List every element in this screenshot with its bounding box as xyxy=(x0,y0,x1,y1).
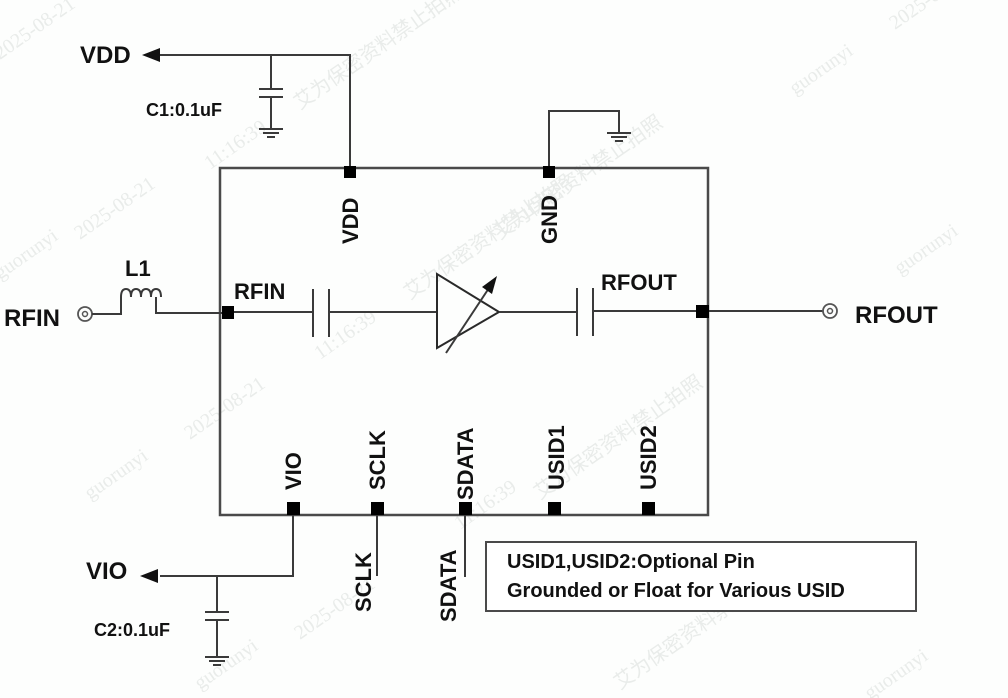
note-line-2: Grounded or Float for Various USID xyxy=(507,580,845,602)
usid-note: USID1,USID2:Optional Pin Grounded or Flo… xyxy=(485,541,917,612)
pin-label-gnd: GND xyxy=(537,195,562,244)
watermark-user: guorunyi xyxy=(80,444,152,504)
pin-sclk xyxy=(371,502,384,515)
rf-port-icon xyxy=(77,306,93,322)
vio-wire xyxy=(160,515,294,577)
note-box xyxy=(485,541,917,612)
pin-label-usid2: USID2 xyxy=(636,425,661,490)
watermark-time: 11:16:39 xyxy=(200,116,270,174)
watermark-date: 2025-08-21 xyxy=(70,173,159,245)
pin-vdd xyxy=(344,166,356,178)
watermark-date: 2025-08-21 xyxy=(180,373,269,445)
pin-label-vdd: VDD xyxy=(338,198,363,244)
rf-port-icon xyxy=(822,303,838,319)
gnd-wire xyxy=(548,110,620,168)
vio-net-label: VIO xyxy=(86,558,127,585)
note-line-1: USID1,USID2:Optional Pin xyxy=(507,551,755,573)
rfout-net-label: RFOUT xyxy=(855,302,938,329)
rfout-net: RFOUT xyxy=(709,302,938,329)
vio-net: VIO C2:0.1uF xyxy=(86,515,294,666)
watermark-notice: 艾为保密资料禁止拍照 xyxy=(290,0,467,114)
ground-icon xyxy=(259,128,283,138)
pin-label-sdata: SDATA xyxy=(453,427,478,500)
vdd-net: VDD C1:0.1uF xyxy=(80,42,351,168)
inductor-l1 xyxy=(120,287,162,298)
pin-usid1 xyxy=(548,502,561,515)
watermark-date: 2025-08-21 xyxy=(885,0,974,34)
watermark-user: guorunyi xyxy=(0,224,62,284)
c1-label: C1:0.1uF xyxy=(146,100,222,120)
variable-gain-amplifier-icon xyxy=(436,272,501,354)
watermark-user: guorunyi xyxy=(785,39,857,99)
output-capacitor-icon xyxy=(576,288,594,336)
ground-icon xyxy=(205,656,229,666)
capacitor-c2 xyxy=(205,576,229,666)
rfin-net: L1 RFIN xyxy=(4,256,228,332)
pin-label-usid1: USID1 xyxy=(544,425,569,490)
watermark-user: guorunyi xyxy=(190,634,262,694)
pin-sdata xyxy=(459,502,472,515)
pin-rfout xyxy=(696,305,709,318)
vdd-arrow-icon xyxy=(142,48,160,62)
l1-label: L1 xyxy=(125,256,151,281)
ground-icon xyxy=(607,132,631,142)
pin-label-sclk: SCLK xyxy=(365,430,390,490)
sdata-signal-label: SDATA xyxy=(436,549,461,622)
vio-arrow-icon xyxy=(140,569,158,583)
pin-gnd xyxy=(543,166,555,178)
watermark-time: 11:16:39 xyxy=(310,306,380,364)
pin-vio xyxy=(287,502,300,515)
pin-label-rfin: RFIN xyxy=(234,279,285,304)
vdd-net-label: VDD xyxy=(80,42,131,69)
pin-label-rfout: RFOUT xyxy=(601,270,677,295)
pin-rfin xyxy=(222,306,234,319)
gnd-net xyxy=(548,110,631,168)
input-capacitor-icon xyxy=(312,289,330,337)
rfin-net-label: RFIN xyxy=(4,305,60,332)
pin-usid2 xyxy=(642,502,655,515)
watermark-date: 2025-08-21 xyxy=(0,0,79,64)
capacitor-c1 xyxy=(259,55,283,138)
c2-label: C2:0.1uF xyxy=(94,620,170,640)
watermark-user: guorunyi xyxy=(890,219,962,279)
pin-label-vio: VIO xyxy=(281,452,306,490)
sclk-signal-label: SCLK xyxy=(351,552,376,612)
vdd-wire xyxy=(160,54,351,168)
watermark-user: guorunyi xyxy=(860,644,932,698)
internal-rf-path xyxy=(234,272,702,354)
